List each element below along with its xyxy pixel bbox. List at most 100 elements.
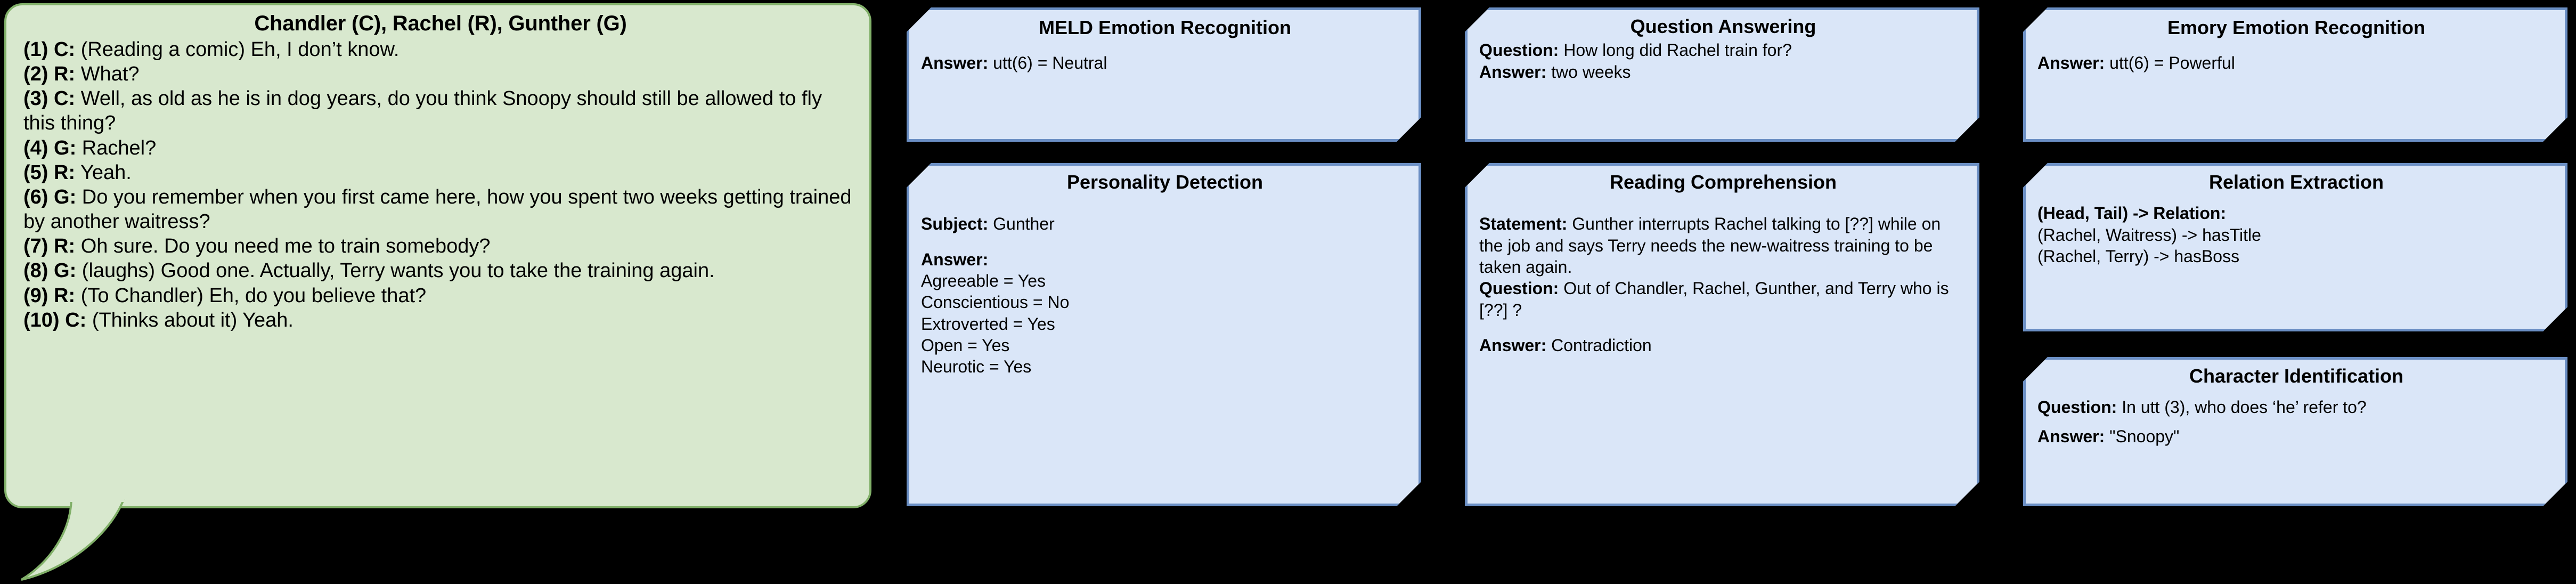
utterance-text: (Reading a comic) Eh, I don’t know. [80, 38, 400, 61]
utterance-speaker-code: G: [54, 185, 77, 208]
spacer [921, 195, 1409, 213]
card-title: Relation Extraction [2208, 171, 2384, 193]
statement-row: Statement: Gunther interrupts Rachel tal… [1479, 213, 1967, 278]
subject-label: Subject: [921, 214, 989, 234]
card-content: MELD Emotion Recognition Answer: utt(6) … [909, 10, 1419, 139]
utterance-text: Oh sure. Do you need me to train somebod… [80, 235, 491, 258]
utterance-speaker: (8) [23, 259, 48, 282]
card-content: Character Identification Question: In ut… [2026, 360, 2565, 504]
speech-bubble-body [4, 3, 871, 508]
answer-label: Answer: [921, 53, 989, 73]
utterance-speaker: (4) [23, 136, 48, 159]
question-label: Question: [1479, 279, 1559, 298]
utterance-speaker: (7) [23, 235, 48, 258]
answer-row: Answer: "Snoopy" [2037, 426, 2555, 447]
utterance-speaker-code: C: [54, 38, 76, 61]
spacer [2037, 38, 2555, 52]
spacer [2037, 418, 2555, 426]
subject-value: Gunther [993, 214, 1055, 234]
task-card-character-identification: Character Identification Question: In ut… [2023, 357, 2567, 506]
utterance-speaker-code: G: [54, 259, 77, 282]
card-content: Relation Extraction (Head, Tail) -> Rela… [2026, 166, 2565, 329]
task-card-meld-emotion-recognition: MELD Emotion Recognition Answer: utt(6) … [907, 7, 1421, 142]
answer-row: Answer: utt(6) = Powerful [2037, 52, 2555, 74]
card-title: MELD Emotion Recognition [1039, 17, 1291, 38]
relation-header-label: (Head, Tail) -> Relation: [2037, 204, 2227, 223]
task-card-relation-extraction: Relation Extraction (Head, Tail) -> Rela… [2023, 163, 2567, 331]
dialogue-utterance: (9) R: (To Chandler) Eh, do you believe … [23, 283, 858, 308]
dialogue-utterance: (6) G: Do you remember when you first ca… [23, 185, 858, 234]
answer-value: utt(6) = Powerful [2109, 53, 2235, 73]
trait-item: Extroverted = Yes [921, 314, 1055, 334]
question-value: In utt (3), who does ‘he’ refer to? [2122, 398, 2367, 417]
card-title: Character Identification [2189, 365, 2404, 387]
answer-value: "Snoopy" [2109, 426, 2180, 446]
question-label: Question: [2037, 398, 2117, 417]
utterance-speaker-code: R: [54, 235, 76, 258]
trait-item: Agreeable = Yes [921, 271, 1046, 291]
speech-bubble-tail [20, 499, 125, 581]
relation-item: (Rachel, Terry) -> hasBoss [2037, 247, 2240, 266]
dialogue-utterance: (5) R: Yeah. [23, 160, 858, 185]
task-card-question-answering: Question Answering Question: How long di… [1465, 7, 1979, 142]
trait-item: Open = Yes [921, 335, 1010, 355]
utterance-speaker-code: C: [54, 87, 76, 110]
question-row: Question: How long did Rachel train for? [1479, 39, 1967, 61]
utterance-speaker: (2) [23, 63, 48, 86]
utterance-speaker-code: R: [54, 284, 76, 307]
task-card-emory-emotion-recognition: Emory Emotion Recognition Answer: utt(6)… [2023, 7, 2567, 142]
spacer [2037, 389, 2555, 396]
answer-label: Answer: [1479, 62, 1547, 82]
dialogue-utterance: (8) G: (laughs) Good one. Actually, Terr… [23, 258, 858, 283]
spacer [921, 38, 1409, 52]
utterance-speaker-code: G: [54, 136, 77, 159]
subject-row: Subject: Gunther [921, 213, 1409, 234]
utterance-speaker-code: C: [65, 309, 87, 331]
dialogue-utterance: (4) G: Rachel? [23, 136, 858, 160]
answer-row: Answer: Contradiction [1479, 335, 1967, 356]
dialogue-utterance: (1) C: (Reading a comic) Eh, I don’t kno… [23, 37, 858, 62]
question-value: How long did Rachel train for? [1563, 40, 1792, 60]
utterance-speaker: (5) [23, 161, 48, 184]
utterance-text: What? [80, 63, 140, 86]
utterance-speaker-code: R: [54, 161, 76, 184]
answer-row: Answer: utt(6) = Neutral [921, 52, 1409, 74]
dialogue-utterance: (2) R: What? [23, 62, 858, 86]
utterance-text: Yeah. [80, 161, 132, 184]
relation-item: (Rachel, Waitress) -> hasTitle [2037, 225, 2261, 245]
utterance-speaker: (10) [23, 309, 60, 331]
trait-item: Conscientious = No [921, 293, 1070, 312]
utterance-text: Do you remember when you first came here… [23, 185, 852, 233]
dialogue-utterance: (3) C: Well, as old as he is in dog year… [23, 86, 858, 135]
statement-label: Statement: [1479, 214, 1568, 234]
utterance-speaker: (3) [23, 87, 48, 110]
utterance-text: (Thinks about it) Yeah. [92, 309, 294, 331]
dialogue-content: Chandler (C), Rachel (R), Gunther (G) (1… [4, 3, 871, 508]
dialogue-utterance: (7) R: Oh sure. Do you need me to train … [23, 234, 858, 258]
question-row: Question: Out of Chandler, Rachel, Gunth… [1479, 278, 1967, 321]
spacer [1479, 321, 1967, 335]
answer-label: Answer: [2037, 53, 2105, 73]
task-card-reading-comprehension: Reading Comprehension Statement: Gunther… [1465, 163, 1979, 506]
utterance-speaker-code: R: [54, 63, 76, 86]
utterance-speaker: (6) [23, 185, 48, 208]
utterance-speaker: (9) [23, 284, 48, 307]
utterance-text: (laughs) Good one. Actually, Terry wants… [81, 259, 715, 282]
utterance-text: (To Chandler) Eh, do you believe that? [80, 284, 427, 307]
spacer [2037, 195, 2555, 202]
answer-value: Contradiction [1551, 335, 1652, 355]
card-title: Reading Comprehension [1609, 171, 1837, 193]
answer-label: Answer: [2037, 426, 2105, 446]
statement-value: Gunther interrupts Rachel talking to [??… [1479, 214, 1941, 277]
spacer [1479, 195, 1967, 213]
utterance-text: Well, as old as he is in dog years, do y… [23, 87, 822, 135]
card-content: Personality Detection Subject: Gunther A… [909, 166, 1419, 504]
answer-row: Answer: two weeks [1479, 61, 1967, 83]
card-title: Emory Emotion Recognition [2167, 17, 2425, 38]
question-row: Question: In utt (3), who does ‘he’ refe… [2037, 396, 2555, 418]
answer-value: two weeks [1551, 62, 1631, 82]
trait-item: Neurotic = Yes [921, 357, 1032, 377]
answer-value: utt(6) = Neutral [993, 53, 1107, 73]
card-title: Personality Detection [1066, 171, 1263, 193]
dialogue-title: Chandler (C), Rachel (R), Gunther (G) [254, 12, 627, 35]
